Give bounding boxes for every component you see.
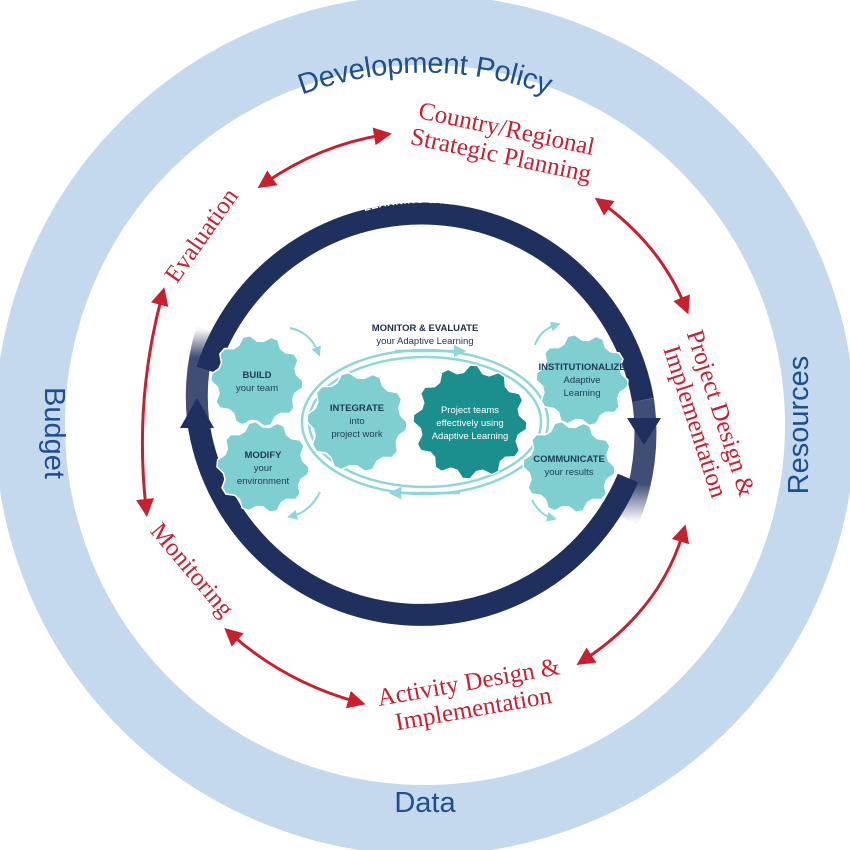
- gear-modify-text: MODIFY your environment: [237, 450, 290, 487]
- arrow-evaluation-country: [257, 127, 392, 189]
- gear-integrate-text: INTEGRATE into project work: [330, 403, 384, 440]
- cycle-arrows: [136, 127, 690, 709]
- stage-evaluation: Evaluation: [160, 183, 245, 288]
- gear-communicate-line1: COMMUNICATE: [533, 454, 605, 465]
- learning-adapting-ring: LEARNING & ADAPTING: [180, 194, 661, 626]
- gear-communicate-shape: [522, 420, 616, 514]
- ring-top-arc: [196, 202, 654, 402]
- arrow-activity-monitoring: [224, 628, 366, 709]
- stage-activity-design: Activity Design & Implementation: [375, 653, 562, 736]
- gear-modify-line2: your: [254, 463, 272, 474]
- gear-institutionalize-text: INSTITUTIONALIZE Adaptive Learning: [538, 362, 625, 399]
- gear-center-text: Project teams effectively using Adaptive…: [432, 405, 509, 442]
- stage-country-planning: Country/Regional Strategic Planning: [408, 97, 597, 188]
- gear-communicate-line2: your results: [544, 467, 593, 478]
- flow-arrow-bottom-right: [531, 499, 557, 522]
- ring-bottom-arc: [187, 418, 639, 626]
- ring-arrowhead-left: [180, 398, 214, 428]
- gear-build-line1: BUILD: [242, 370, 271, 381]
- gear-build-line2: your team: [236, 383, 278, 394]
- ring-right-fade: [617, 398, 657, 525]
- monitor-evaluate-line2: your Adaptive Learning: [376, 336, 473, 347]
- outer-label-bottom: Data: [394, 787, 456, 819]
- flow-arrow-bottom-left: [287, 491, 321, 520]
- gear-build-text: BUILD your team: [236, 370, 278, 394]
- stage-monitoring: Monitoring: [145, 518, 239, 623]
- gear-center-line3: Adaptive Learning: [432, 431, 509, 442]
- gear-integrate-line2: into: [349, 416, 364, 427]
- stage-project-design: Project Design & Implementation: [657, 327, 760, 502]
- gear-flow-arrows: [287, 321, 561, 522]
- gear-integrate-line1: INTEGRATE: [330, 403, 384, 414]
- gear-modify-line3: environment: [237, 476, 290, 487]
- flow-arrow-top-right: [534, 321, 561, 346]
- gear-institutionalize-line1: INSTITUTIONALIZE: [538, 362, 625, 373]
- ring-arrowhead-right: [627, 418, 661, 445]
- gear-center-line2: effectively using: [436, 418, 503, 429]
- outer-label-left: Budget: [38, 387, 70, 479]
- gear-integrate-line3: project work: [331, 429, 382, 440]
- gear-layer: [210, 333, 629, 514]
- gear-integrate-shape: [306, 371, 408, 473]
- flow-arrow-top-left: [289, 327, 321, 357]
- monitor-evaluate-line1: MONITOR & EVALUATE: [372, 323, 479, 334]
- arrow-country-project: [594, 197, 690, 315]
- arrow-project-activity: [576, 524, 690, 665]
- gear-center-shape: [412, 364, 528, 480]
- gear-center-line1: Project teams: [441, 405, 499, 416]
- arrow-monitoring-evaluation: [136, 287, 169, 517]
- gear-modify-line1: MODIFY: [245, 450, 283, 461]
- outer-label-right: Resources: [783, 356, 815, 495]
- gear-communicate-text: COMMUNICATE your results: [533, 454, 605, 478]
- gear-build-shape: [210, 334, 304, 428]
- gear-institutionalize-shape: [535, 333, 629, 427]
- gear-institutionalize-line3: Learning: [564, 388, 601, 399]
- gear-institutionalize-line2: Adaptive: [564, 375, 601, 386]
- gear-modify-shape: [216, 420, 310, 514]
